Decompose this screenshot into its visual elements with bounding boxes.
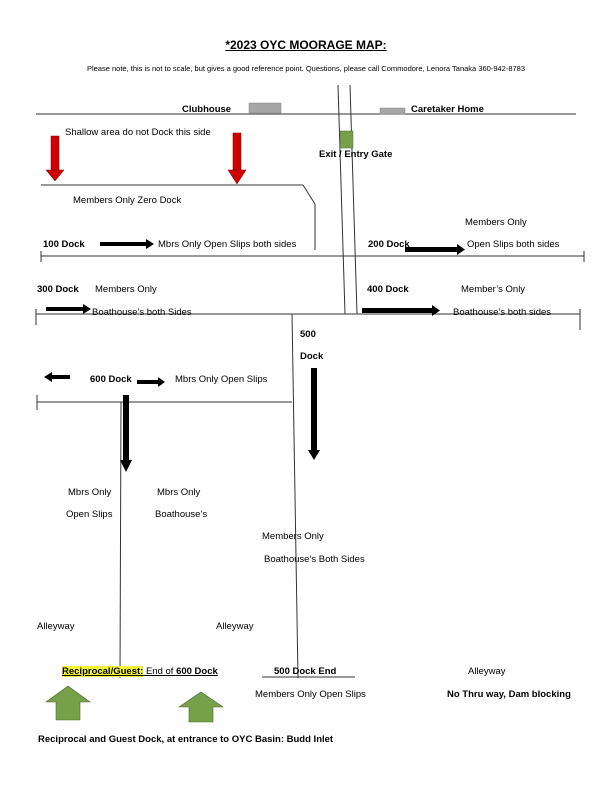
dock-500-word: Dock bbox=[300, 351, 324, 362]
mbrs-only-right: Mbrs Only bbox=[157, 487, 201, 498]
dock-300-members: Members Only bbox=[95, 284, 157, 295]
reciprocal-guest-label: Reciprocal/Guest: End of 600 Dock bbox=[62, 666, 218, 678]
dock-500-line bbox=[291, 313, 299, 679]
zero-dock-bend bbox=[302, 184, 316, 205]
arrow-600-right bbox=[137, 377, 165, 387]
page-title: *2023 OYC MOORAGE MAP: bbox=[225, 38, 387, 52]
dock-100-desc: Mbrs Only Open Slips both sides bbox=[158, 239, 297, 250]
red-arrow-left bbox=[45, 135, 65, 182]
dock-600-label: 600 Dock bbox=[90, 374, 132, 385]
contact-note: Please note, this is not to scale, but g… bbox=[86, 64, 526, 73]
dock-200-label: 200 Dock bbox=[368, 239, 410, 250]
open-slips-left: Open Slips bbox=[66, 509, 113, 520]
road-line-right bbox=[349, 84, 358, 315]
dock-100-label: 100 Dock bbox=[43, 239, 85, 250]
alleyway-right: Alleyway bbox=[468, 666, 506, 677]
caretaker-building bbox=[379, 107, 406, 115]
dock-500-members: Members Only bbox=[262, 531, 324, 542]
entry-gate bbox=[339, 130, 354, 149]
dock-200-desc: Open Slips both sides bbox=[467, 239, 560, 250]
boathouses-right: Boathouse’s bbox=[155, 509, 208, 520]
red-arrow-right bbox=[227, 132, 247, 185]
dock-200-members: Members Only bbox=[465, 217, 527, 228]
arrow-400-dock bbox=[362, 305, 440, 316]
reciprocal-guest-highlight: Reciprocal/Guest: bbox=[62, 666, 144, 677]
arrow-100-dock bbox=[100, 239, 154, 249]
dock-500-boathouses: Boathouse’s Both Sides bbox=[264, 554, 365, 565]
mbrs-only-left: Mbrs Only bbox=[68, 487, 112, 498]
dock-600-desc: Mbrs Only Open Slips bbox=[175, 374, 268, 385]
reciprocal-600-dock: 600 Dock bbox=[176, 666, 218, 677]
zero-dock-label: Members Only Zero Dock bbox=[73, 195, 182, 206]
no-thru-way-label: No Thru way, Dam blocking bbox=[447, 689, 571, 700]
footer-note: Reciprocal and Guest Dock, at entrance t… bbox=[38, 734, 334, 745]
caretaker-label: Caretaker Home bbox=[411, 104, 484, 115]
dock-500-number: 500 bbox=[300, 329, 316, 340]
reciprocal-end-of: End of bbox=[143, 666, 177, 677]
dock-400-label: 400 Dock bbox=[367, 284, 409, 295]
arrow-200-dock bbox=[405, 244, 465, 255]
gate-label: Exit / Entry Gate bbox=[319, 149, 393, 160]
dock-500-open-slips: Members Only Open Slips bbox=[255, 689, 366, 700]
arrow-300-dock bbox=[46, 304, 91, 314]
arrow-600-down bbox=[120, 395, 132, 472]
arrow-600-left bbox=[44, 372, 70, 382]
clubhouse-label: Clubhouse bbox=[182, 104, 232, 115]
dock-600-vertical bbox=[119, 401, 122, 679]
road-line-left bbox=[337, 84, 346, 315]
dock-500-end-label: 500 Dock End bbox=[274, 666, 337, 677]
dock-300-label: 300 Dock bbox=[37, 284, 79, 295]
dock-400-members: Member’s Only bbox=[461, 284, 526, 295]
arrow-500-down bbox=[308, 368, 320, 460]
dock-300-desc: Boathouse’s both Sides bbox=[92, 307, 192, 318]
alleyway-middle: Alleyway bbox=[216, 621, 254, 632]
shallow-warning: Shallow area do not Dock this side bbox=[65, 127, 211, 138]
green-arrow-left bbox=[45, 685, 91, 721]
alleyway-left: Alleyway bbox=[37, 621, 75, 632]
dock-400-desc: Boathouse’s both sides bbox=[453, 307, 552, 318]
green-arrow-right bbox=[178, 691, 224, 723]
clubhouse-building bbox=[248, 102, 282, 114]
